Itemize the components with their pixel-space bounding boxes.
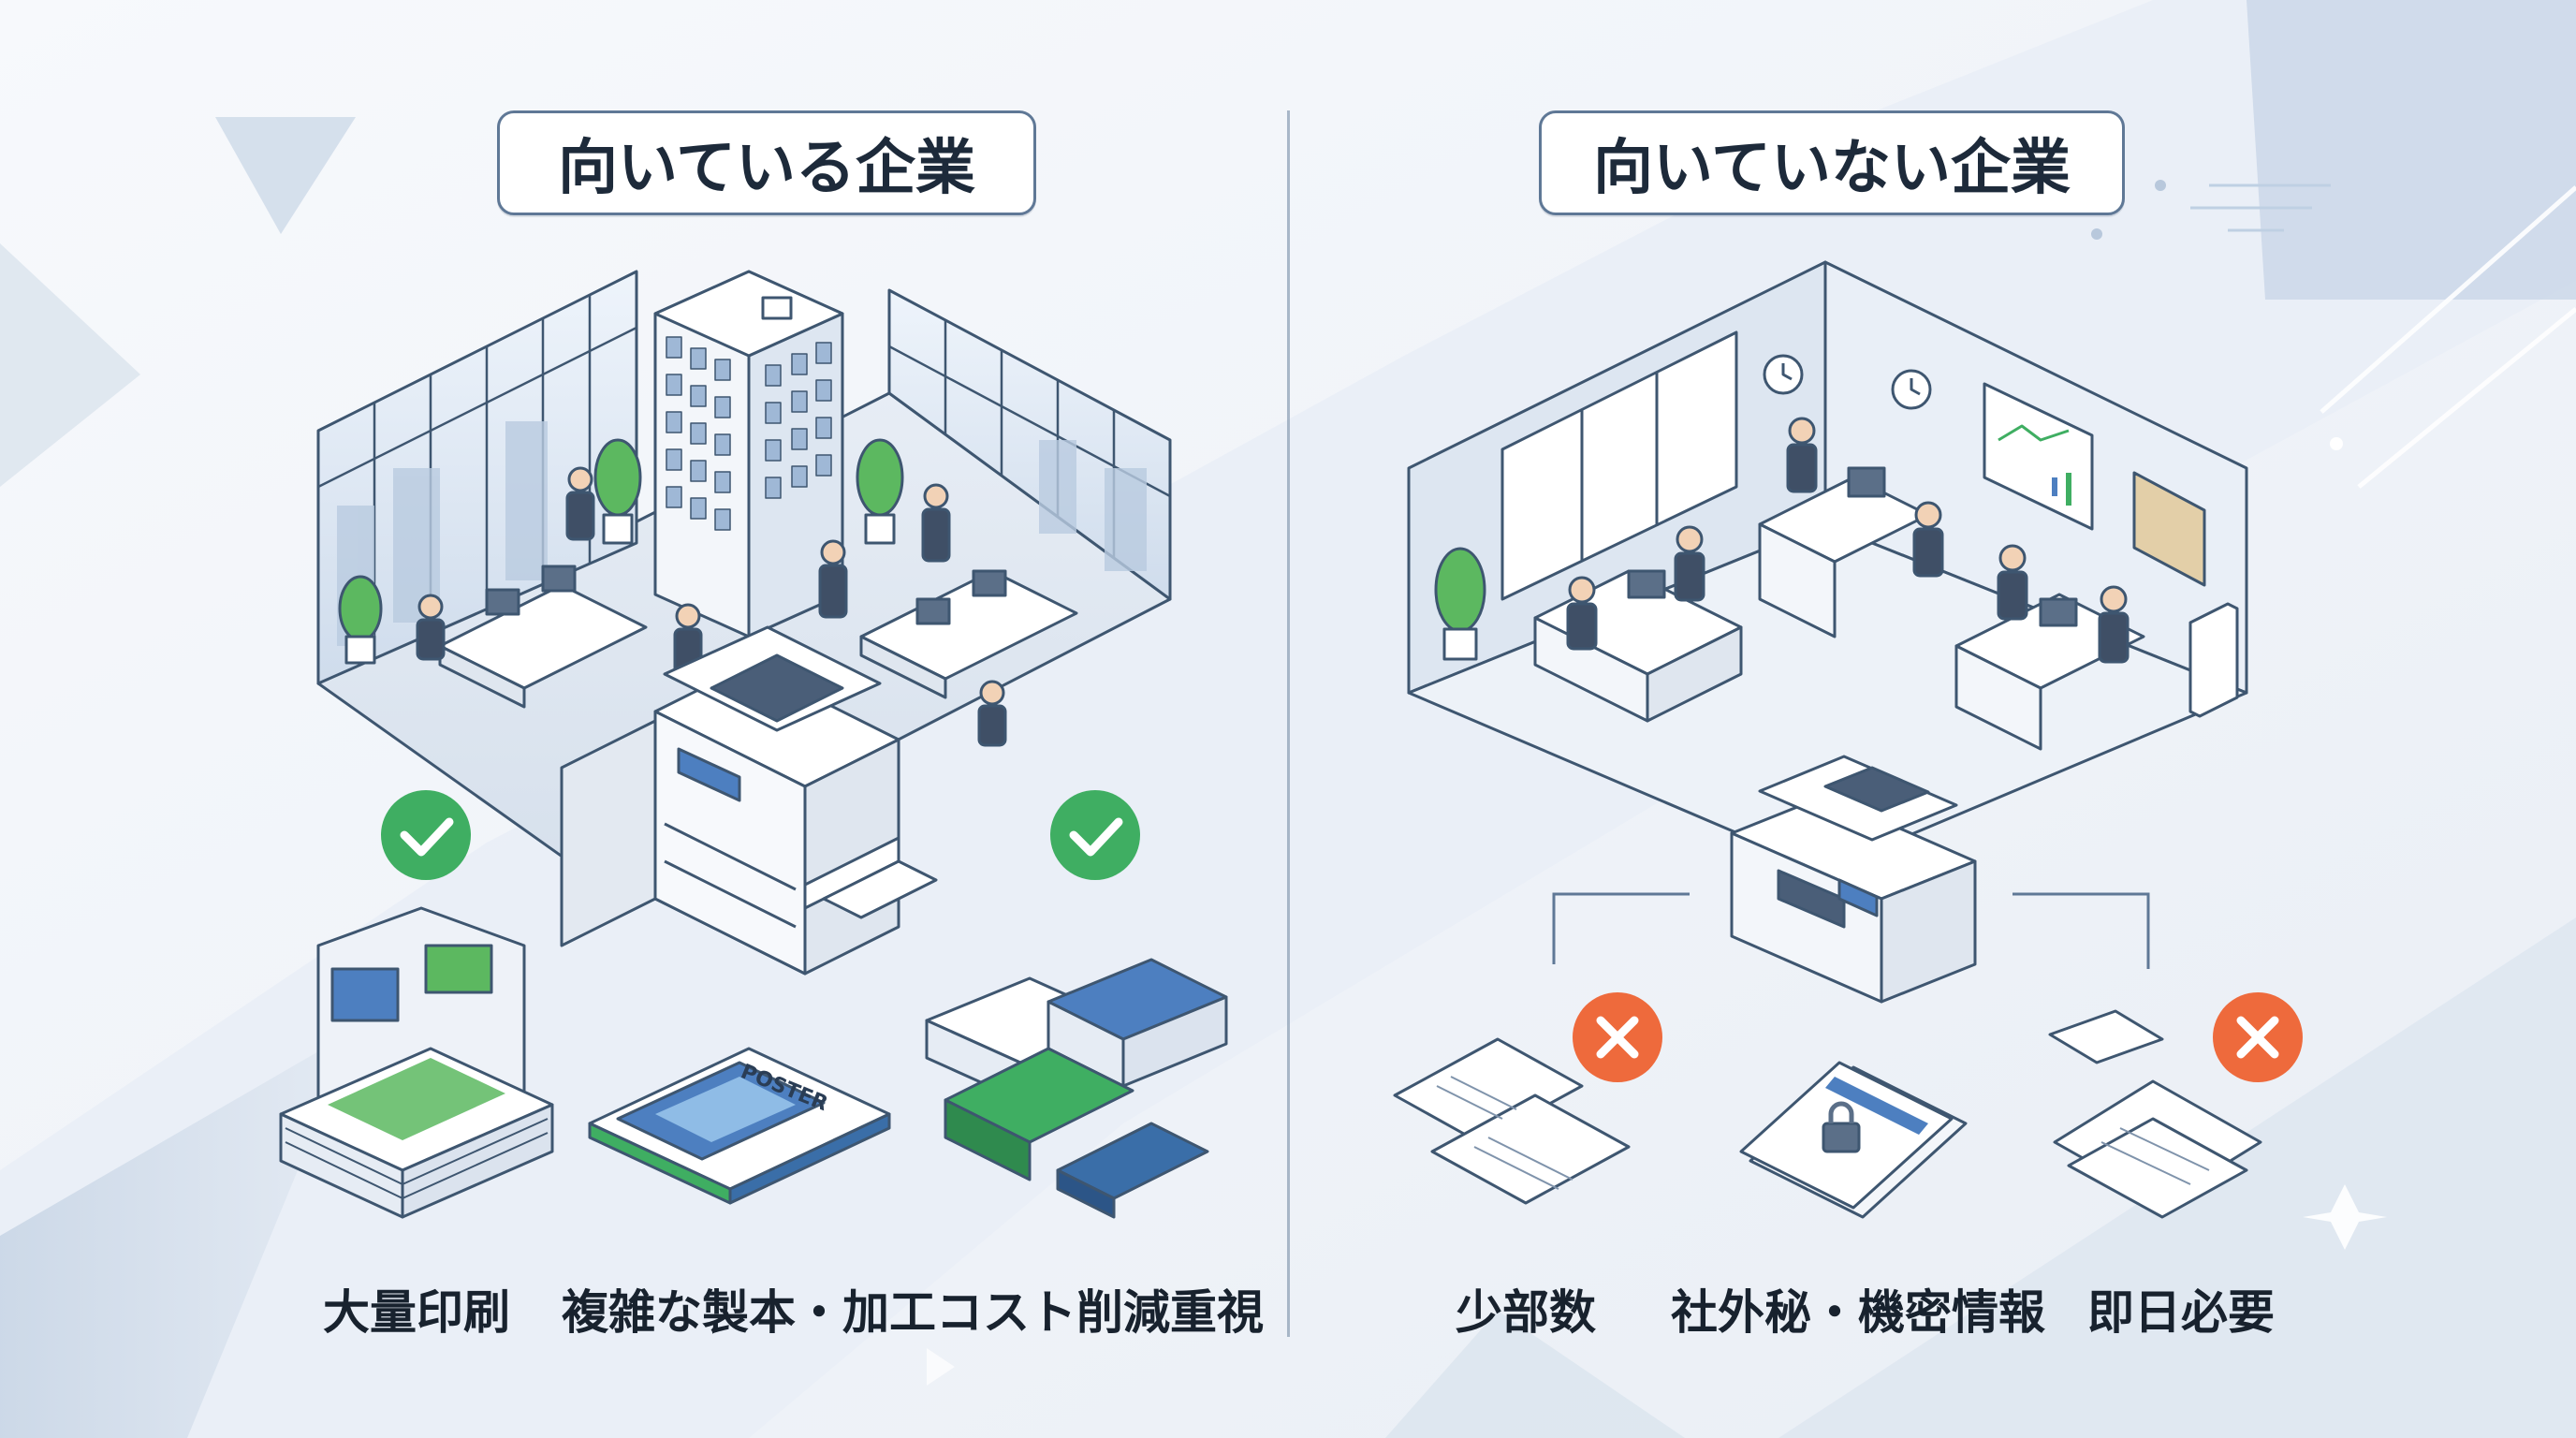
plant-icon	[1434, 547, 1486, 661]
office-worker-icon	[565, 466, 595, 541]
center-divider	[1287, 110, 1290, 1337]
office-worker-icon	[921, 483, 951, 563]
flying-papers-icon	[2048, 1009, 2262, 1219]
label-confidential: 社外秘・機密情報	[1671, 1285, 2045, 1340]
cross-icon	[2213, 992, 2303, 1082]
quiet-office-scene	[1407, 260, 2248, 873]
office-worker-icon	[1566, 576, 1598, 651]
book-stacks-icon	[925, 958, 1228, 1219]
plant-icon	[856, 438, 904, 545]
check-icon	[1050, 790, 1140, 880]
label-same-day: 即日必要	[2087, 1285, 2275, 1340]
connector-lines	[1552, 892, 2150, 969]
office-worker-icon	[977, 680, 1007, 747]
plant-icon	[338, 575, 383, 665]
newspaper-stack-icon	[279, 906, 554, 1219]
production-printer-icon	[560, 625, 938, 976]
small-printer-icon	[1730, 755, 1977, 1004]
office-worker-icon	[416, 594, 446, 661]
office-worker-icon	[1786, 417, 1818, 493]
poster-booklet-icon: POSTER	[588, 1047, 891, 1205]
check-icon	[381, 790, 471, 880]
clock-icon	[1891, 369, 1932, 410]
suitable-title-text: 向いている企業	[557, 134, 976, 203]
clock-icon	[1763, 354, 1804, 395]
suitable-title: 向いている企業	[497, 110, 1036, 215]
plant-icon	[593, 438, 642, 545]
busy-office-scene	[316, 270, 1172, 891]
label-complex-binding: 複雑な製本・加工	[562, 1285, 936, 1340]
office-worker-icon	[2098, 585, 2130, 664]
office-worker-icon	[1912, 501, 1944, 578]
unsuitable-title: 向いていない企業	[1539, 110, 2125, 215]
office-worker-icon	[1997, 544, 2028, 621]
label-cost-reduction: コスト削減重視	[936, 1285, 1264, 1340]
office-worker-icon	[1674, 525, 1705, 602]
office-worker-icon	[818, 539, 848, 619]
cross-icon	[1573, 992, 1662, 1082]
label-small-volume: 少部数	[1456, 1285, 1596, 1340]
label-mass-printing: 大量印刷	[323, 1285, 510, 1340]
unsuitable-title-text: 向いていない企業	[1592, 134, 2071, 203]
lock-icon	[1822, 1101, 1861, 1153]
wall-chart-icon	[1983, 382, 2094, 531]
few-sheets-icon	[1393, 1037, 1631, 1205]
locked-document-icon	[1739, 1061, 1968, 1219]
